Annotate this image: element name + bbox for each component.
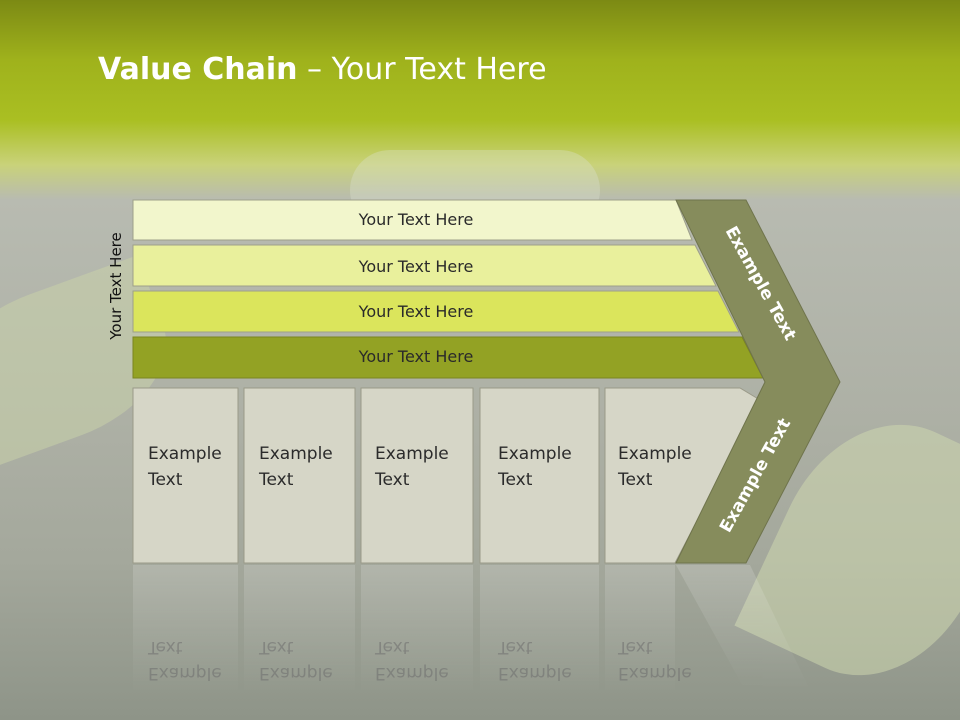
arrow-reflection [676, 565, 810, 690]
reflected-box-text: Example [618, 663, 692, 683]
boxes-group: Example Text Example Text Example Text E… [132, 387, 761, 564]
reflected-box-text: Example [259, 663, 333, 683]
box-4-line-1: Example [498, 444, 572, 464]
box-reflection [133, 565, 238, 695]
band-3-label: Your Text Here [358, 302, 474, 321]
box-2-line-1: Example [259, 444, 333, 464]
band-2-label: Your Text Here [358, 257, 474, 276]
box-5-line-2: Text [617, 470, 653, 490]
reflection-text-group: Example Text Example Text Example Text E… [147, 637, 692, 683]
box-1-line-2: Text [147, 470, 183, 490]
reflection-group [133, 565, 810, 695]
activity-box-4 [479, 387, 600, 564]
title-rest: – Your Text Here [297, 52, 547, 87]
box-reflection [605, 565, 675, 695]
box-4-line-2: Text [497, 470, 533, 490]
activity-box-2 [243, 387, 356, 564]
reflected-box-text: Example [498, 663, 572, 683]
band-2 [132, 244, 717, 287]
reflected-box-text: Text [497, 637, 533, 657]
band-3 [132, 290, 740, 333]
box-5-line-1: Example [618, 444, 692, 464]
box-3-line-1: Example [375, 444, 449, 464]
reflected-box-text: Text [617, 637, 653, 657]
box-reflection [244, 565, 355, 695]
reflected-box-text: Example [148, 663, 222, 683]
band-1-label: Your Text Here [358, 210, 474, 229]
activity-box-3 [360, 387, 474, 564]
band-1 [132, 199, 693, 241]
activity-box-1 [132, 387, 239, 564]
reflected-box-text: Example [375, 663, 449, 683]
box-3-line-2: Text [374, 470, 410, 490]
box-1-line-1: Example [148, 444, 222, 464]
slide-title: Value Chain – Your Text Here [98, 52, 547, 96]
band-4-label: Your Text Here [358, 347, 474, 366]
box-reflection [480, 565, 599, 695]
title-bold: Value Chain [98, 52, 298, 87]
reflected-box-text: Text [258, 637, 294, 657]
box-2-line-2: Text [258, 470, 294, 490]
reflected-box-text: Text [147, 637, 183, 657]
reflected-box-text: Text [374, 637, 410, 657]
box-reflection [361, 565, 473, 695]
bands-group: Your Text Here Your Text Here Your Text … [132, 199, 764, 379]
chevron-arrow-shape [675, 199, 841, 564]
